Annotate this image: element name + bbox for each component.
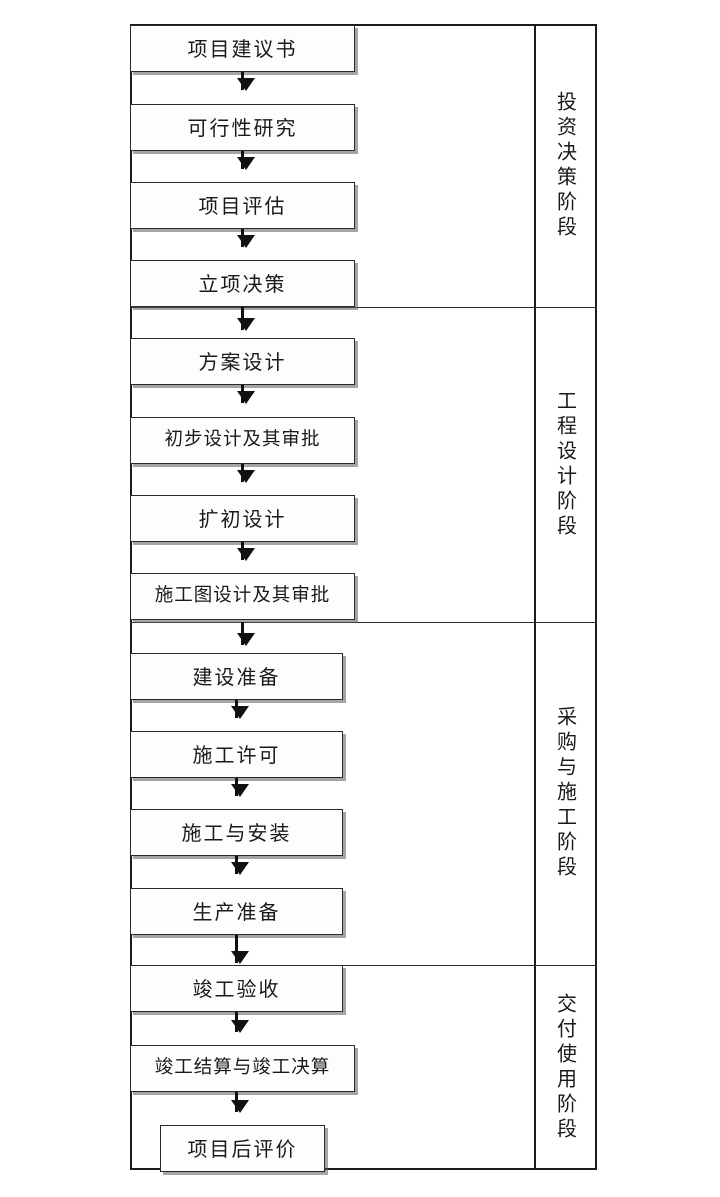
connector-arrow-1 — [236, 72, 255, 91]
process-node-extended-preliminary-design[interactable]: 扩初设计 — [130, 495, 355, 542]
phase-divider-1 — [130, 307, 597, 308]
process-node-construction-permit[interactable]: 施工许可 — [130, 731, 343, 778]
connector-arrow-6 — [236, 464, 255, 483]
connector-arrow-9 — [230, 700, 249, 719]
connector-arrow-13 — [230, 1012, 249, 1033]
connector-arrow-8 — [236, 622, 255, 646]
connector-arrow-10 — [230, 778, 249, 797]
process-node-post-project-evaluation[interactable]: 项目后评价 — [160, 1125, 325, 1172]
phase-column-divider — [534, 24, 536, 1170]
phase-divider-3 — [130, 965, 597, 966]
process-node-final-settlement-account[interactable]: 竣工结算与竣工决算 — [130, 1045, 355, 1092]
connector-arrow-3 — [236, 229, 255, 248]
process-node-feasibility-study[interactable]: 可行性研究 — [130, 104, 355, 151]
connector-arrow-14 — [230, 1092, 249, 1113]
process-node-construction-drawing-approval[interactable]: 施工图设计及其审批 — [130, 573, 355, 620]
process-node-construction-installation[interactable]: 施工与安装 — [130, 809, 343, 856]
phase-divider-2 — [130, 622, 597, 623]
process-node-project-proposal[interactable]: 项目建议书 — [130, 25, 355, 72]
process-node-preliminary-design-approval[interactable]: 初步设计及其审批 — [130, 417, 355, 464]
connector-arrow-12 — [230, 935, 249, 964]
process-node-approval-decision[interactable]: 立项决策 — [130, 260, 355, 307]
connector-arrow-11 — [230, 856, 249, 875]
process-node-construction-preparation[interactable]: 建设准备 — [130, 653, 343, 700]
process-node-project-appraisal[interactable]: 项目评估 — [130, 182, 355, 229]
connector-arrow-2 — [236, 151, 255, 170]
process-node-scheme-design[interactable]: 方案设计 — [130, 338, 355, 385]
process-node-production-preparation[interactable]: 生产准备 — [130, 888, 343, 935]
connector-arrow-5 — [236, 385, 255, 404]
connector-arrow-4 — [236, 307, 255, 331]
process-node-completion-acceptance[interactable]: 竣工验收 — [130, 965, 343, 1012]
connector-arrow-7 — [236, 542, 255, 561]
